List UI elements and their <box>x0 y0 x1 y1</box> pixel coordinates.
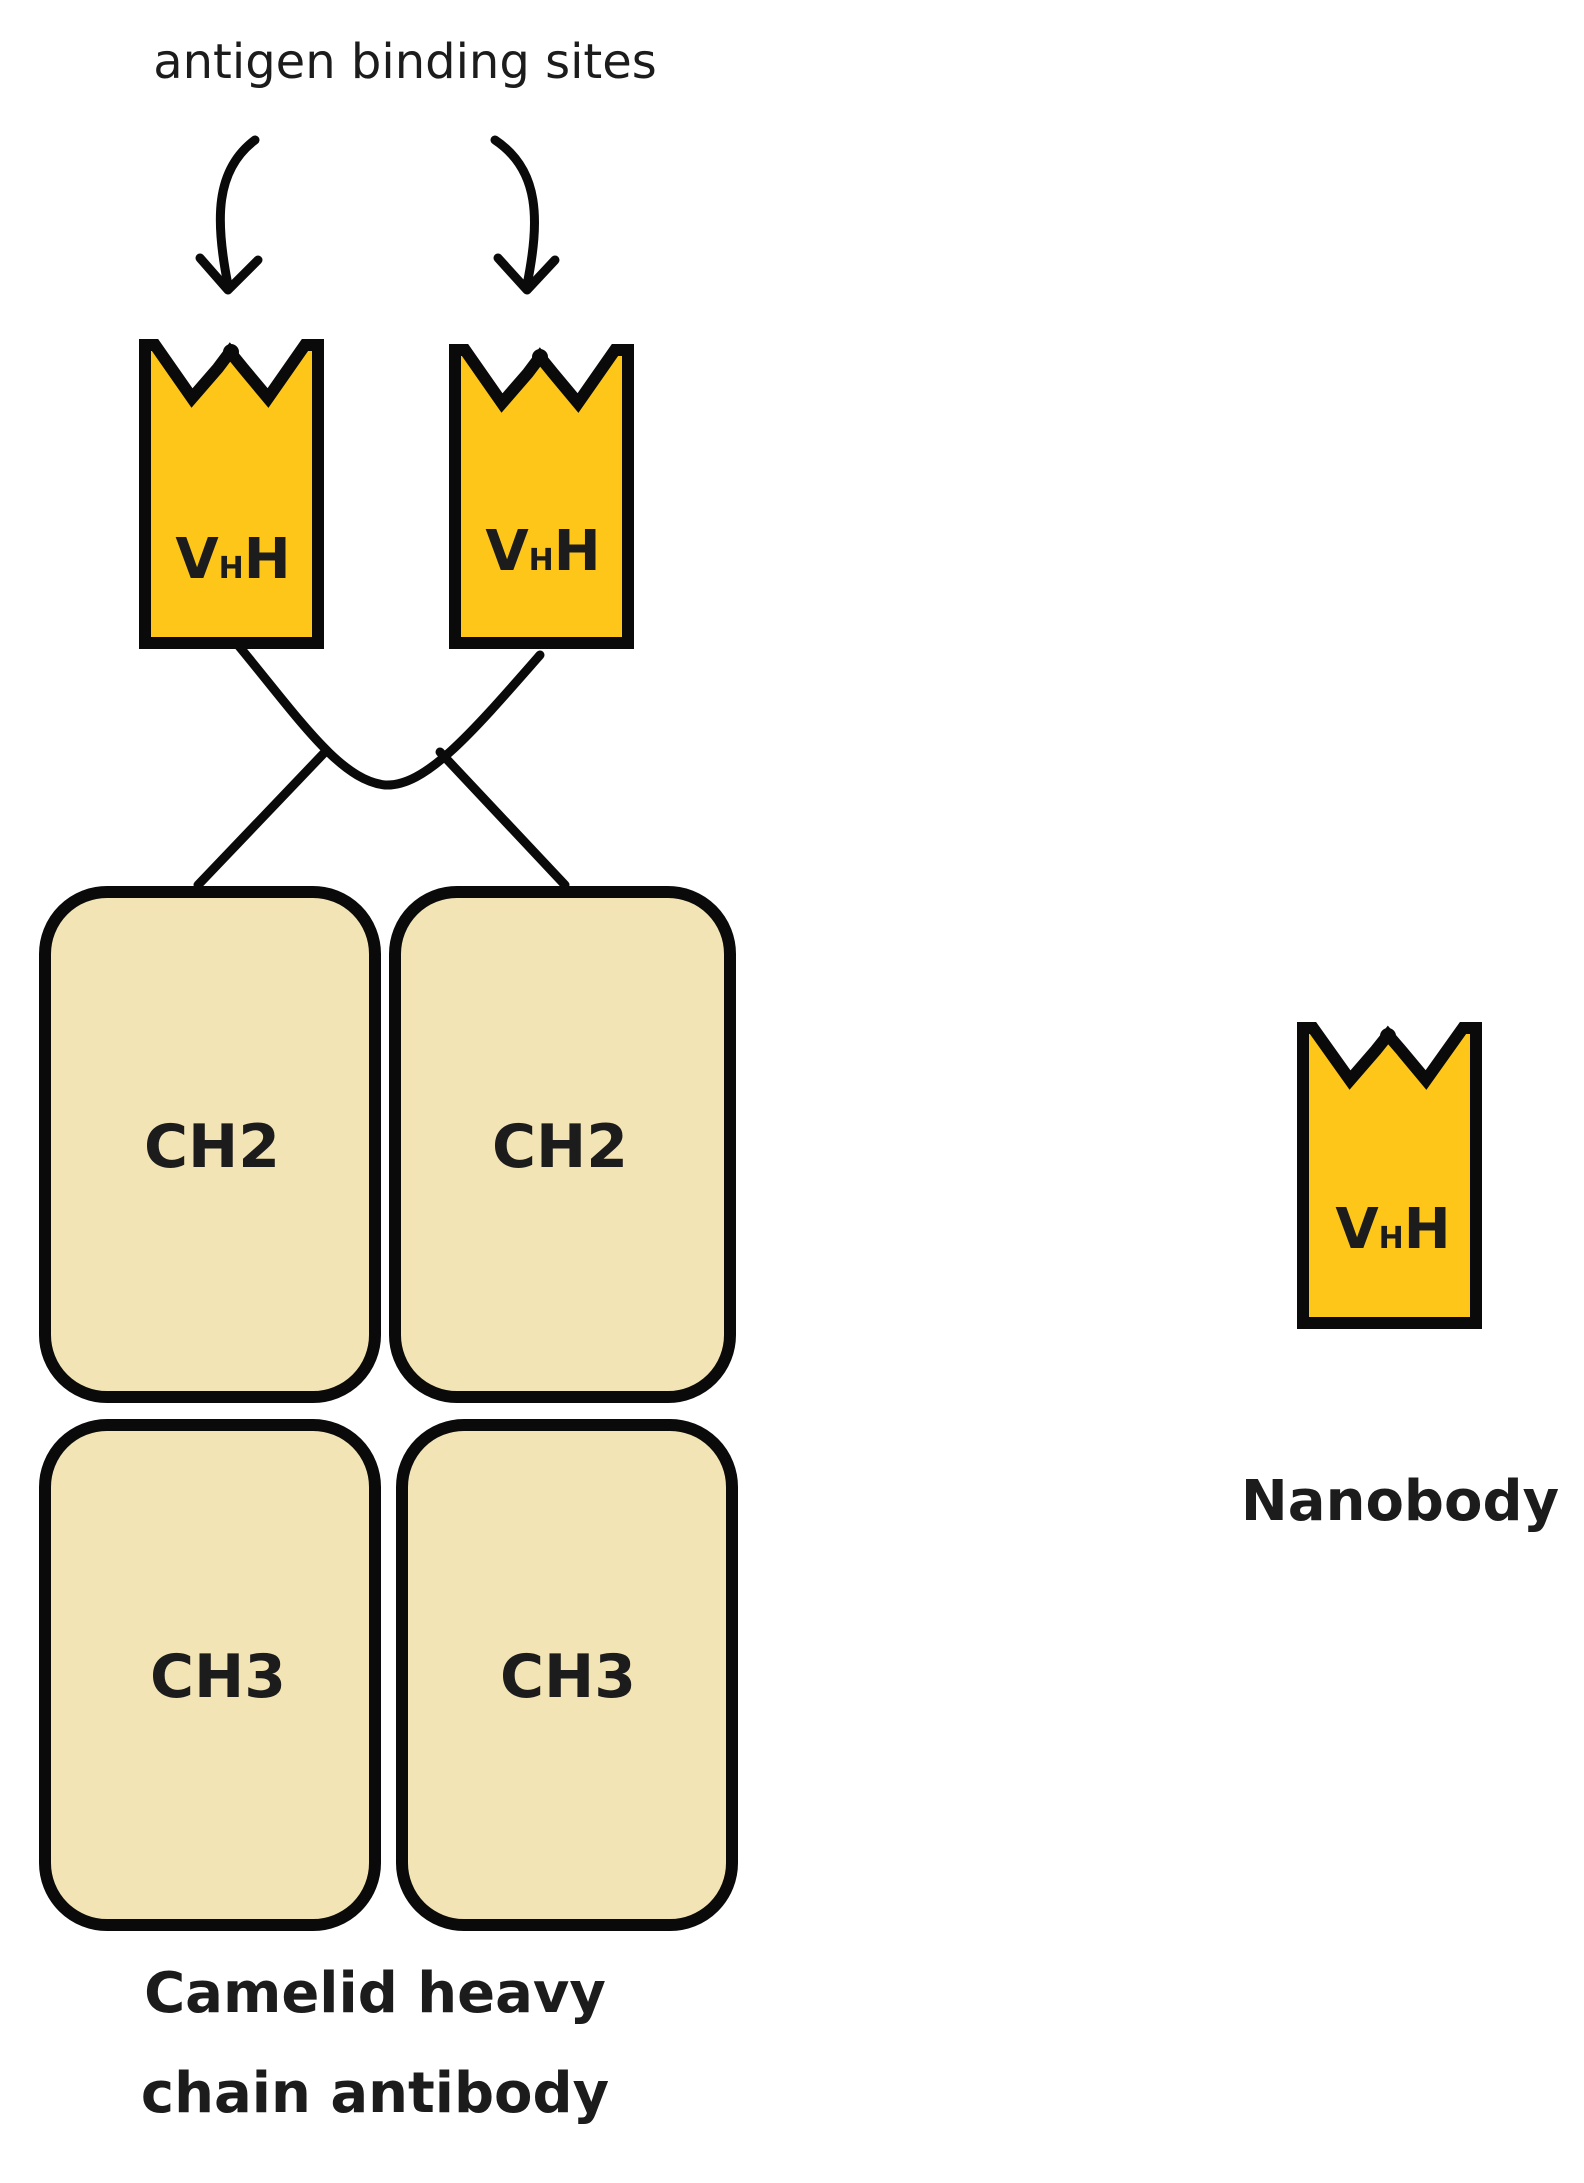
nanobody-vhh-label: VHH <box>1335 1197 1450 1262</box>
ch2-domain-left: CH2 <box>39 886 381 1403</box>
arrow-right-icon <box>490 135 560 295</box>
ch3-domain-right: CH3 <box>396 1419 738 1931</box>
svg-text:CH2: CH2 <box>144 1112 280 1182</box>
hinge-linker <box>193 640 570 890</box>
ch2-domain-right: CH2 <box>389 886 736 1403</box>
svg-text:CH3: CH3 <box>500 1642 636 1712</box>
antibody-caption-line1: Camelid heavy <box>144 1961 606 2026</box>
antigen-binding-sites-label: antigen binding sites <box>153 34 657 90</box>
antibody-caption-line2: chain antibody <box>141 2061 609 2126</box>
vhh-domain-right: VHH <box>449 344 634 649</box>
vhh-label-right: VHH <box>485 519 600 584</box>
vhh-domain-left: VHH <box>139 339 324 649</box>
arrow-left-icon <box>195 135 263 295</box>
vhh-label-left: VHH <box>175 527 290 592</box>
ch3-domain-left: CH3 <box>39 1419 381 1931</box>
nanobody-caption: Nanobody <box>1241 1469 1559 1534</box>
nanobody-vhh-domain: VHH <box>1297 1022 1482 1329</box>
svg-text:CH2: CH2 <box>492 1112 628 1182</box>
svg-text:CH3: CH3 <box>150 1642 286 1712</box>
